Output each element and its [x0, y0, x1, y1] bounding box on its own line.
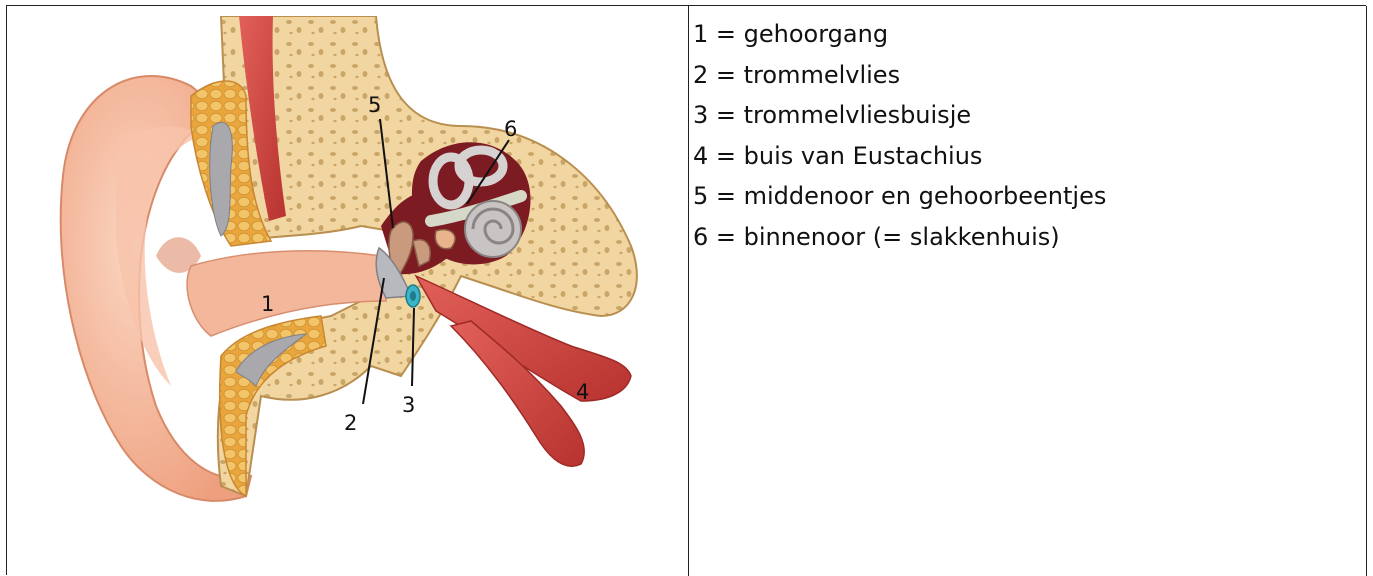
- label-3: 3: [402, 393, 415, 417]
- label-6: 6: [504, 117, 517, 141]
- legend-item-3: 3 = trommelvliesbuisje: [693, 95, 1106, 136]
- layout-table: 1 2 3 4 5 6 1 = gehoorgang 2 = trommelvl…: [6, 5, 1366, 575]
- diagram-cell: 1 2 3 4 5 6: [7, 6, 689, 576]
- ear-anatomy-diagram: 1 2 3 4 5 6: [41, 16, 681, 516]
- legend-list: 1 = gehoorgang 2 = trommelvlies 3 = trom…: [693, 14, 1106, 257]
- label-1: 1: [261, 292, 274, 316]
- legend-item-1: 1 = gehoorgang: [693, 14, 1106, 55]
- cochlea: [465, 201, 521, 257]
- legend-item-6: 6 = binnenoor (= slakkenhuis): [693, 217, 1106, 258]
- legend-cell: 1 = gehoorgang 2 = trommelvlies 3 = trom…: [689, 6, 1367, 576]
- label-4: 4: [576, 380, 589, 404]
- grommet: [406, 285, 420, 307]
- legend-item-2: 2 = trommelvlies: [693, 55, 1106, 96]
- legend-item-4: 4 = buis van Eustachius: [693, 136, 1106, 177]
- legend-item-5: 5 = middenoor en gehoorbeentjes: [693, 176, 1106, 217]
- label-5: 5: [368, 93, 381, 117]
- label-2: 2: [344, 411, 357, 435]
